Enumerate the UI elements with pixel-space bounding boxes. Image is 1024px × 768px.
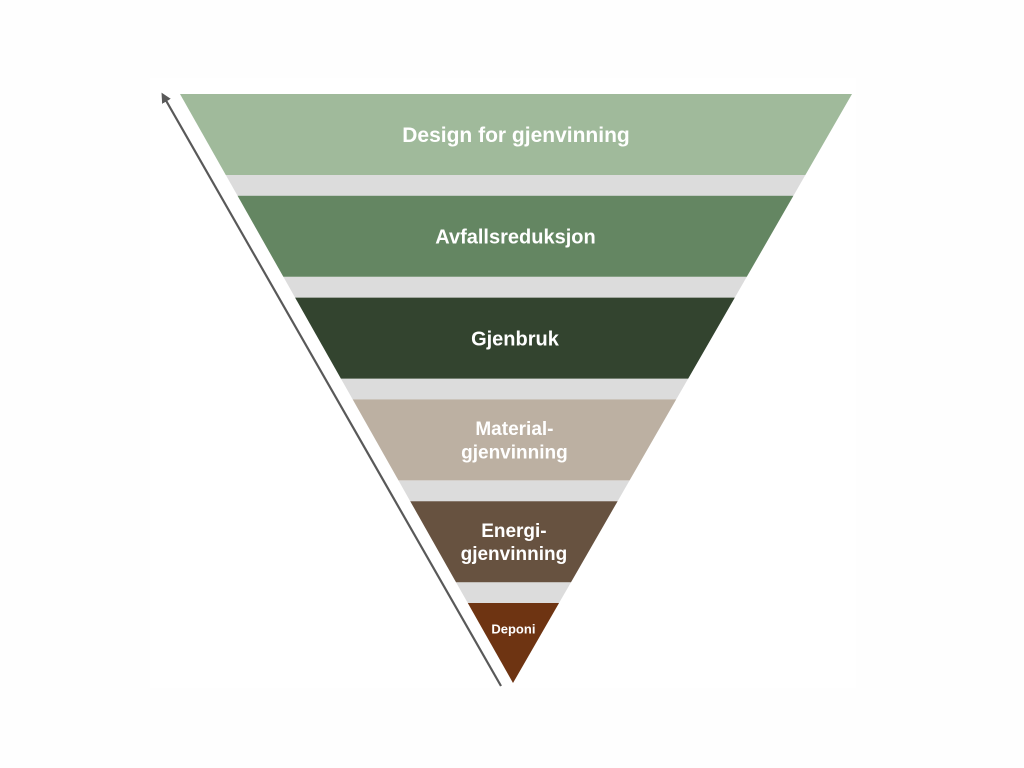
level-label-line: Avfallsreduksjon <box>435 227 595 249</box>
level-label-line: Deponi <box>491 622 535 637</box>
level-gjenbruk: Gjenbruk <box>295 297 735 379</box>
level-energi-gjenvinning: Energi-gjenvinning <box>410 501 618 583</box>
level-label: Energi-gjenvinning <box>461 521 568 565</box>
level-label-line: Gjenbruk <box>471 328 560 350</box>
level-design-for-gjenvinning: Design for gjenvinning <box>180 94 852 175</box>
level-separator <box>398 480 630 502</box>
level-band <box>352 399 677 481</box>
level-label: Deponi <box>491 622 535 637</box>
level-label-line: Material- <box>475 419 553 440</box>
separator-group <box>225 175 806 603</box>
level-separator <box>225 175 806 196</box>
level-band <box>410 501 618 583</box>
level-label-line: gjenvinning <box>461 544 568 565</box>
level-band <box>237 195 794 277</box>
level-label: Gjenbruk <box>471 328 560 350</box>
level-label-line: Energi- <box>481 521 546 542</box>
level-band <box>467 603 560 683</box>
level-material-gjenvinning: Material-gjenvinning <box>352 399 677 481</box>
level-separator <box>456 582 572 603</box>
level-separator <box>283 276 747 298</box>
level-group: Design for gjenvinningAvfallsreduksjonGj… <box>180 94 852 683</box>
level-band <box>295 297 735 379</box>
level-label-line: gjenvinning <box>461 442 568 463</box>
level-label: Material-gjenvinning <box>461 419 568 463</box>
level-separator <box>340 378 689 400</box>
level-deponi: Deponi <box>467 603 560 683</box>
level-label-line: Design for gjenvinning <box>402 124 630 147</box>
direction-arrow <box>161 92 502 687</box>
level-avfallsreduksjon: Avfallsreduksjon <box>237 195 794 277</box>
level-band <box>180 94 852 175</box>
level-label: Avfallsreduksjon <box>435 227 595 249</box>
level-label: Design for gjenvinning <box>402 124 630 147</box>
